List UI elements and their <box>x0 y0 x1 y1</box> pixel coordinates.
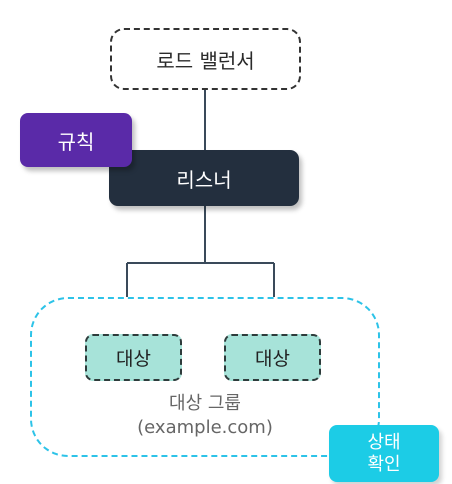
load-balancer-node: 로드 밸런서 <box>110 28 301 90</box>
rules-label: 규칙 <box>57 129 95 154</box>
target-node-1: 대상 <box>85 334 182 381</box>
rules-node: 규칙 <box>20 113 132 167</box>
target-group-subtitle: (example.com) <box>137 417 273 438</box>
health-check-line-1: 상태 <box>367 431 401 453</box>
load-balancer-label: 로드 밸런서 <box>156 48 255 73</box>
target-1-label: 대상 <box>116 348 151 370</box>
target-group-title: 대상 그룹 <box>169 393 241 414</box>
listener-label: 리스너 <box>176 167 232 192</box>
target-node-2: 대상 <box>224 334 321 381</box>
target-group-label: 대상 그룹 (example.com) <box>100 392 310 440</box>
health-check-node: 상태 확인 <box>329 425 439 482</box>
listener-node: 리스너 <box>109 150 299 206</box>
health-check-line-2: 확인 <box>367 453 401 475</box>
target-2-label: 대상 <box>255 348 290 370</box>
